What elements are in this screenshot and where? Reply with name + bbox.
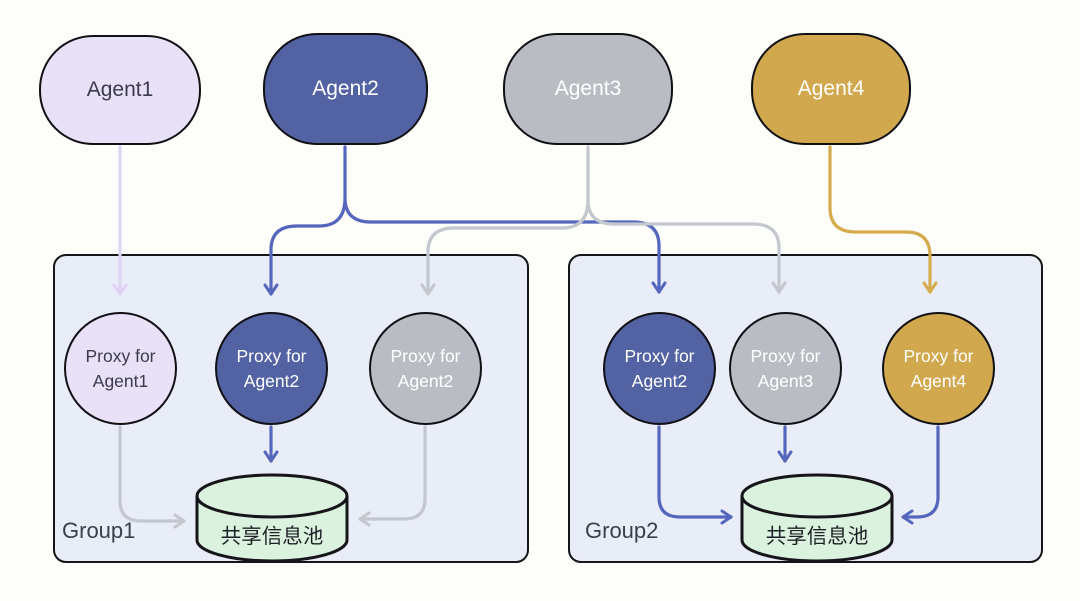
g2-pool-cylinder-top (740, 473, 894, 519)
g2-proxy-agent3-node: Proxy for Agent3 (729, 312, 842, 425)
g1-proxy-agent2-gray-node: Proxy for Agent2 (369, 312, 482, 425)
g1-pool-label: 共享信息池 (220, 525, 324, 548)
agent1-node: Agent1 (39, 35, 201, 145)
g2-proxy-agent2-node: Proxy for Agent2 (603, 312, 716, 425)
agent4-node: Agent4 (751, 33, 911, 145)
edge-agent2-to-g1-proxy2 (263, 145, 347, 296)
agent3-node: Agent3 (503, 33, 673, 145)
g2-proxy-agent4-label: Proxy for Agent4 (903, 345, 974, 391)
g2-proxy-agent4-node: Proxy for Agent4 (882, 312, 995, 425)
g1-pool-cylinder-top (195, 473, 349, 519)
edge-g1-proxy3-to-pool (358, 425, 427, 527)
g2-pool-cylinder (740, 473, 894, 563)
g1-proxy-agent2-gray-label: Proxy for Agent2 (390, 345, 461, 391)
g1-proxy-agent2-node: Proxy for Agent2 (215, 312, 328, 425)
edge-agent2-to-g2-proxy1 (343, 196, 667, 294)
g1-proxy-agent1-node: Proxy for Agent1 (64, 312, 177, 425)
edge-agent3-to-g1-proxy3 (420, 145, 590, 296)
agent2-label: Agent2 (312, 77, 379, 100)
agent4-label: Agent4 (797, 77, 865, 100)
g1-pool-cylinder (195, 473, 349, 563)
g1-proxy-agent2-label: Proxy for Agent2 (236, 345, 307, 391)
agent2-node: Agent2 (263, 33, 428, 145)
edge-agent4-to-g2-proxy3 (828, 145, 938, 294)
edge-agent3-to-g2-proxy2 (586, 198, 787, 294)
group1-label: Group1 (62, 518, 136, 543)
g2-proxy-agent3-label: Proxy for Agent3 (750, 345, 821, 391)
group2-label: Group2 (585, 518, 659, 543)
edge-g2-proxy1-to-pool (657, 425, 733, 525)
g2-proxy-agent2-label: Proxy for Agent2 (624, 345, 695, 391)
g1-proxy-agent1-label: Proxy for Agent1 (85, 345, 156, 391)
edge-g2-proxy3-to-pool (901, 425, 940, 525)
agent3-label: Agent3 (554, 77, 622, 100)
g2-pool-label: 共享信息池 (765, 525, 869, 548)
agent1-label: Agent1 (86, 78, 154, 101)
edge-g1-proxy1-to-pool (118, 425, 186, 529)
